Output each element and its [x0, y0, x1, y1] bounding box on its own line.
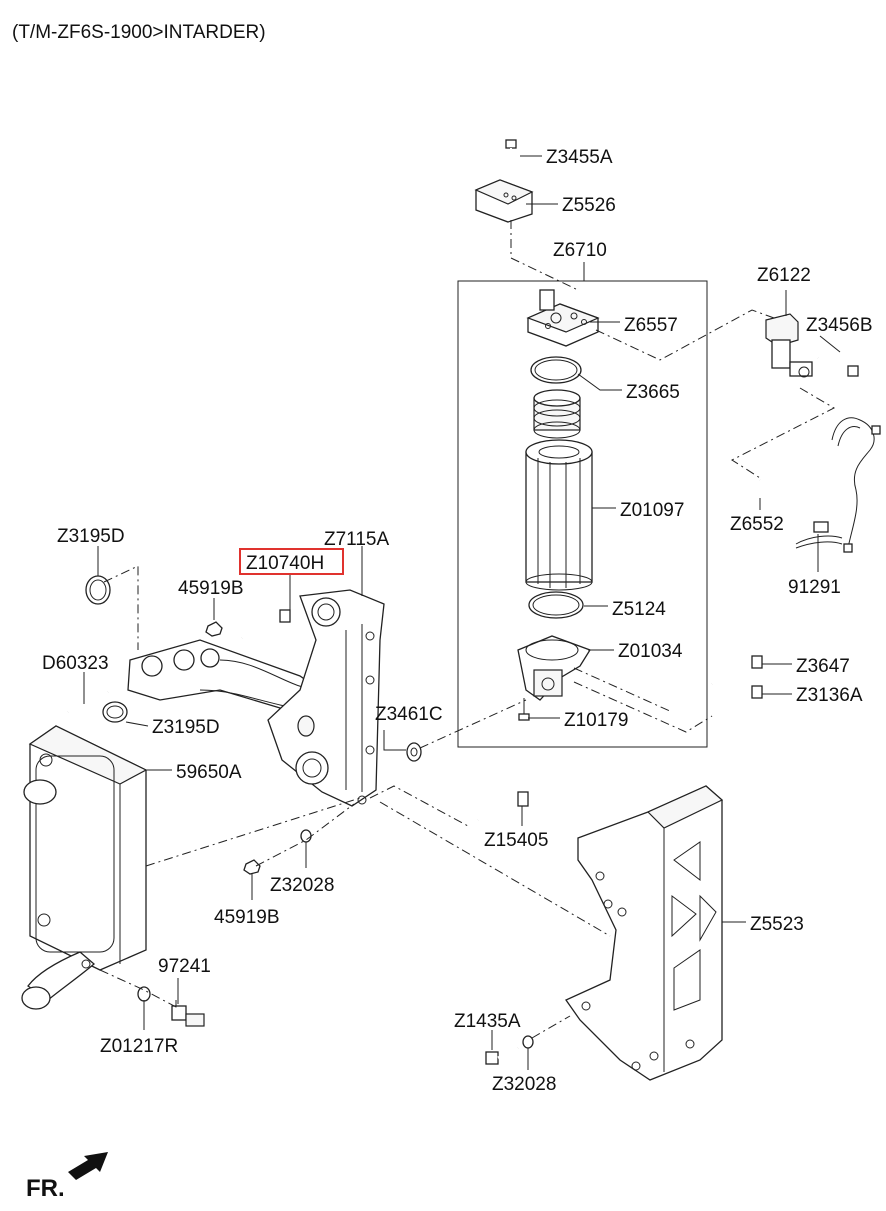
part-label-45919b-bottom[interactable]: 45919B [214, 907, 280, 928]
part-label-z3456b[interactable]: Z3456B [806, 315, 873, 336]
part-label-97241[interactable]: 97241 [158, 956, 211, 977]
o-ring-z3195d-bottom[interactable] [102, 701, 128, 723]
part-label-z1435a[interactable]: Z1435A [454, 1011, 521, 1032]
front-direction-label: FR. [26, 1175, 65, 1202]
washer-z3461c[interactable] [406, 742, 422, 762]
filter-assembly-box [457, 280, 708, 748]
bolt-z3455a[interactable] [505, 139, 517, 172]
bolt-z10740h[interactable] [241, 609, 291, 640]
part-label-z3136a[interactable]: Z3136A [796, 685, 863, 706]
part-label-z10740h[interactable]: Z10740H [246, 553, 324, 574]
leader-lines [83, 155, 841, 1070]
bracket-z5523[interactable] [565, 785, 724, 1081]
part-label-z6557[interactable]: Z6557 [624, 315, 678, 336]
oil-cooler-59650a[interactable] [21, 725, 148, 1010]
bolt-z1435a[interactable] [485, 1046, 519, 1065]
filter-spring-cap[interactable] [533, 389, 581, 439]
part-label-91291[interactable]: 91291 [788, 577, 841, 598]
part-label-z7115a[interactable]: Z7115A [324, 529, 389, 550]
part-label-z3461c[interactable]: Z3461C [375, 704, 443, 725]
part-label-z5124[interactable]: Z5124 [612, 599, 666, 620]
part-label-z5523[interactable]: Z5523 [750, 914, 804, 935]
o-ring-z5124[interactable] [528, 591, 584, 619]
bolt-45919b-bottom[interactable] [243, 859, 261, 875]
filter-head-z6557[interactable] [526, 289, 600, 347]
part-label-z10179[interactable]: Z10179 [564, 710, 628, 731]
o-ring-z3665[interactable] [530, 356, 582, 384]
part-label-z3195d-bottom[interactable]: Z3195D [152, 717, 220, 738]
bolt-z3456b[interactable] [817, 357, 859, 377]
front-direction-arrow-icon [68, 1152, 108, 1180]
o-ring-z01217r[interactable] [137, 986, 151, 1002]
part-label-z5526[interactable]: Z5526 [562, 195, 616, 216]
part-label-z6710[interactable]: Z6710 [553, 240, 607, 261]
washer-z32028-bottom[interactable] [522, 1035, 534, 1049]
part-label-z6122[interactable]: Z6122 [757, 265, 811, 286]
part-label-z3455a[interactable]: Z3455A [546, 147, 613, 168]
part-label-z3647[interactable]: Z3647 [796, 656, 850, 677]
diagram-title: (T/M-ZF6S-1900>INTARDER) [12, 22, 266, 43]
sensor-z6122[interactable] [765, 313, 813, 378]
part-label-z3665[interactable]: Z3665 [626, 382, 680, 403]
bracket-z7115a[interactable] [267, 589, 385, 807]
o-ring-z3195d-top[interactable] [85, 575, 111, 605]
filter-housing-z01034[interactable] [517, 635, 591, 701]
clip-91291[interactable] [795, 521, 843, 549]
washer-z32028-mid[interactable] [300, 829, 312, 843]
part-label-59650a[interactable]: 59650A [176, 762, 242, 783]
bolt-z3647[interactable] [711, 655, 763, 686]
bolt-z3136a[interactable] [711, 685, 763, 718]
part-label-z01034[interactable]: Z01034 [618, 641, 683, 662]
bolt-z15405[interactable] [477, 791, 529, 822]
part-label-z3195d-top[interactable]: Z3195D [57, 526, 125, 547]
part-label-z01217r[interactable]: Z01217R [100, 1036, 178, 1057]
nut-45919b-top[interactable] [205, 621, 223, 637]
part-label-z32028-bottom[interactable]: Z32028 [492, 1074, 556, 1095]
part-label-z6552[interactable]: Z6552 [730, 514, 784, 535]
stud-d60323[interactable] [67, 690, 109, 714]
bracket-z5526[interactable] [474, 179, 534, 223]
filter-element-z01097[interactable] [525, 439, 593, 591]
part-label-z01097[interactable]: Z01097 [620, 500, 684, 521]
part-label-45919b-top[interactable]: 45919B [178, 578, 244, 599]
highlight-box-z10740h [239, 548, 344, 575]
temperature-sensor-97241[interactable] [171, 1000, 205, 1027]
part-label-z32028-mid[interactable]: Z32028 [270, 875, 334, 896]
part-label-d60323[interactable]: D60323 [42, 653, 109, 674]
part-label-z15405[interactable]: Z15405 [484, 830, 548, 851]
wire-harness-z6552[interactable] [759, 417, 881, 553]
